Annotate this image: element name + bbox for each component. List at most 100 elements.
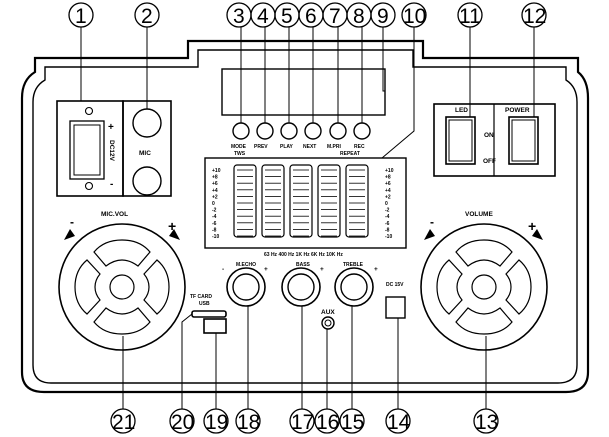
- dc15v-socket[interactable]: [385, 296, 406, 319]
- micvol-grille-pattern: [74, 239, 170, 335]
- mpri-label: M.PRI: [327, 144, 342, 150]
- mpri-button[interactable]: [329, 122, 347, 140]
- mic-jack-1[interactable]: [132, 108, 162, 138]
- callout-10: 10: [401, 2, 427, 28]
- eq-scale-tick-label: -10: [385, 234, 392, 240]
- callout-13: 13: [473, 408, 499, 434]
- rec-repeat-button[interactable]: [353, 122, 371, 140]
- led-switch[interactable]: [445, 116, 476, 165]
- mode-tws-button[interactable]: [232, 122, 250, 140]
- bass-knob[interactable]: [281, 267, 321, 307]
- mic-jack-2[interactable]: [132, 166, 162, 196]
- on-label: ON: [484, 132, 494, 139]
- next-label: NEXT: [303, 144, 316, 150]
- callout-9: 9: [370, 2, 396, 28]
- callout-number: 13: [475, 411, 498, 434]
- led-switch-inner: [448, 119, 473, 162]
- eq-scale-tick-label: -2: [212, 208, 217, 214]
- eq-scale-tick-label: -4: [385, 214, 390, 220]
- screw-hole: [84, 181, 94, 191]
- callout-number: 11: [459, 5, 481, 28]
- bass-label: BASS: [296, 262, 311, 268]
- play-label: PLAY: [280, 144, 294, 150]
- callout-number: 10: [403, 5, 426, 28]
- callout-15: 15: [339, 408, 365, 434]
- callout-number: 1: [75, 5, 87, 28]
- aux-jack[interactable]: [321, 316, 335, 330]
- dc12v-label: DC12V: [108, 140, 115, 162]
- mecho-knob[interactable]: [226, 267, 266, 307]
- usb-port[interactable]: [203, 318, 227, 334]
- micvol-grille[interactable]: [58, 223, 186, 351]
- eq-slider-4[interactable]: [317, 164, 341, 238]
- volume-plus: +: [528, 218, 536, 234]
- eq-scale-tick-label: +10: [385, 168, 394, 174]
- micvol-arc-arrow-right: [169, 229, 180, 240]
- callout-20: 20: [169, 408, 195, 434]
- eq-scale-tick-label: +4: [385, 188, 391, 194]
- display-window: [221, 68, 386, 116]
- eq-scale-right: +10+8+6+4+20-2-4-6-8-10: [385, 168, 394, 240]
- play-button[interactable]: [280, 122, 298, 140]
- power-switch[interactable]: [508, 116, 539, 165]
- callout-21: 21: [110, 408, 136, 434]
- mecho-plus: +: [264, 266, 268, 273]
- micvol-minus: -: [70, 215, 74, 229]
- callout-7: 7: [322, 2, 348, 28]
- mode-label: MODE: [231, 144, 247, 150]
- tws-label: TWS: [234, 151, 246, 157]
- dc12v-socket-inner: [73, 124, 101, 176]
- micvol-plus: +: [168, 218, 176, 234]
- eq-frequency-labels: 63 Hz 400 Hz 1K Hz 6K Hz 10K Hz: [264, 252, 343, 258]
- volume-minus: -: [430, 215, 434, 229]
- eq-scale-tick-label: +2: [385, 194, 391, 200]
- eq-scale-tick-label: -8: [385, 227, 390, 233]
- callout-19: 19: [203, 408, 229, 434]
- eq-panel: [204, 157, 407, 249]
- eq-scale-tick-label: -8: [212, 227, 217, 233]
- eq-slider-3[interactable]: [289, 164, 313, 238]
- power-label: POWER: [505, 107, 530, 114]
- callout-number: 12: [523, 5, 546, 28]
- callout-8: 8: [346, 2, 372, 28]
- eq-slider-2[interactable]: [261, 164, 285, 238]
- bass-plus: +: [320, 266, 324, 273]
- repeat-label: REPEAT: [340, 151, 360, 157]
- volume-arc-arrow-left: [424, 229, 435, 240]
- off-label: OFF: [483, 158, 496, 165]
- mecho-minus: -: [222, 266, 224, 273]
- prev-button[interactable]: [256, 122, 274, 140]
- treble-knob[interactable]: [334, 267, 374, 307]
- callout-number: 5: [281, 5, 293, 28]
- rec-label: REC: [354, 144, 365, 150]
- callout-16: 16: [314, 408, 340, 434]
- eq-slider-1[interactable]: [233, 164, 257, 238]
- callout-3: 3: [226, 2, 252, 28]
- callout-number: 8: [353, 5, 365, 28]
- eq-scale-tick-label: -10: [212, 234, 219, 240]
- callout-number: 16: [316, 411, 339, 434]
- volume-label: VOLUME: [465, 211, 493, 218]
- eq-scale-tick-label: +6: [385, 181, 391, 187]
- volume-grille-pattern: [436, 239, 532, 335]
- next-button[interactable]: [304, 122, 322, 140]
- callout-18: 18: [235, 408, 261, 434]
- eq-scale-tick-label: +8: [212, 175, 218, 181]
- callout-number: 3: [233, 5, 245, 28]
- eq-slider-5[interactable]: [345, 164, 369, 238]
- volume-grille[interactable]: [420, 223, 548, 351]
- mecho-knob-inner: [232, 273, 260, 301]
- callout-1: 1: [68, 2, 94, 28]
- led-label: LED: [455, 107, 468, 114]
- bass-knob-inner: [287, 273, 315, 301]
- callout-number: 4: [257, 5, 269, 28]
- mic-label: MIC: [139, 150, 151, 157]
- callout-number: 20: [171, 411, 194, 434]
- callout-6: 6: [298, 2, 324, 28]
- callout-number: 15: [341, 411, 364, 434]
- tf-card-slot[interactable]: [191, 310, 227, 318]
- callout-12: 12: [521, 2, 547, 28]
- callout-number: 9: [377, 5, 389, 28]
- dc12v-socket[interactable]: [69, 120, 105, 180]
